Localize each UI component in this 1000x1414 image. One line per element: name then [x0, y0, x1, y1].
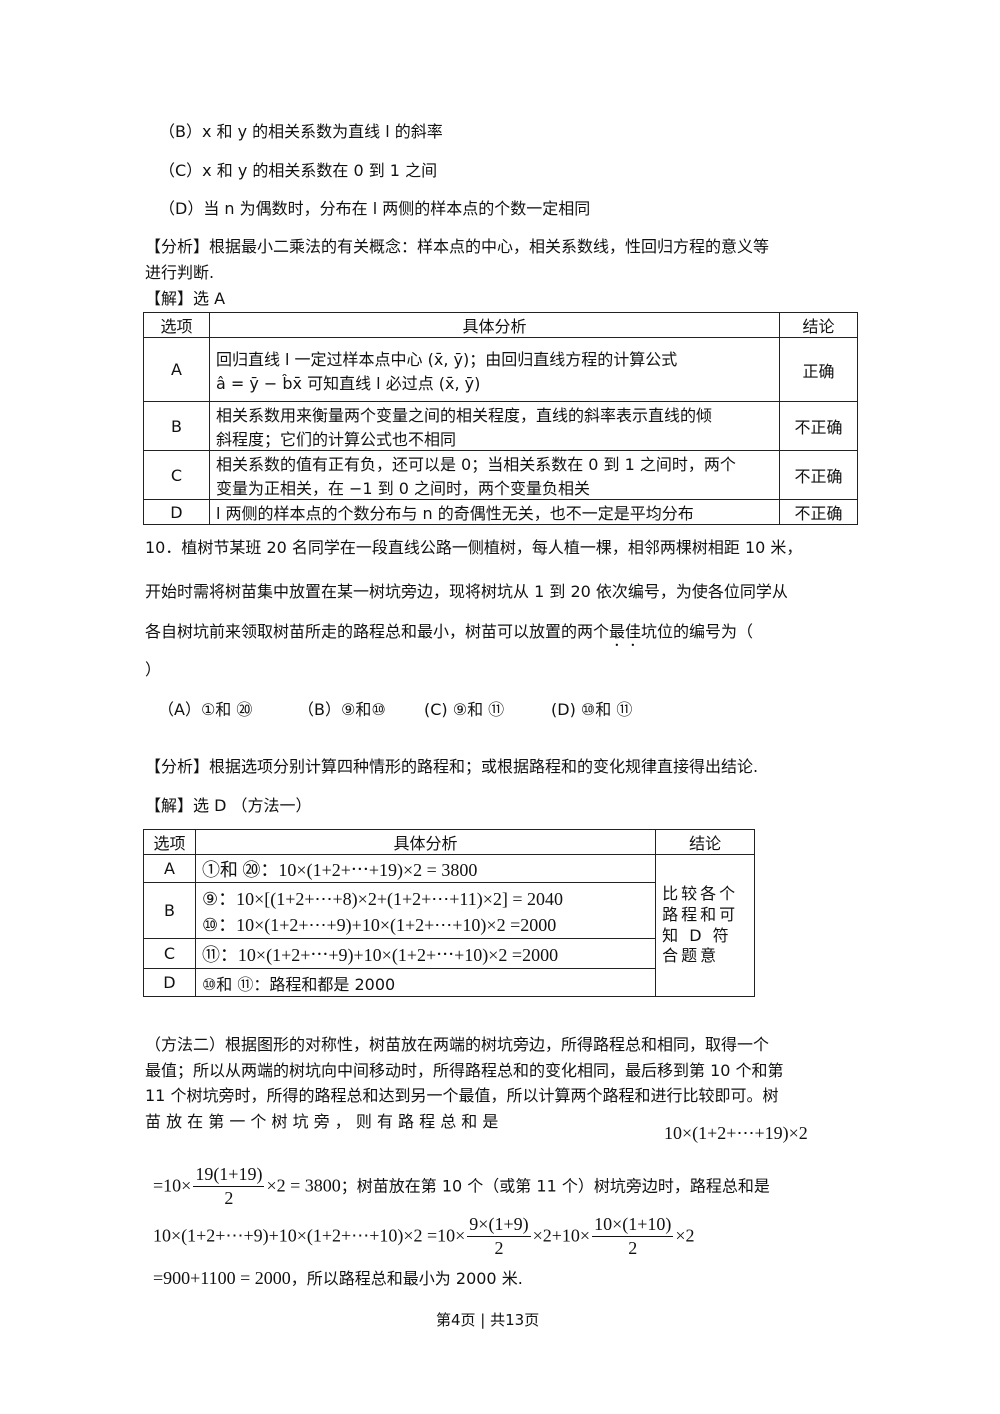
method2-line5-text: ；树苗放在第 10 个（或第 11 个）树坑旁边时，路程总和是	[340, 1176, 770, 1196]
math-text: =10×	[153, 1175, 192, 1196]
fraction: 9×(1+9)2	[467, 1213, 531, 1261]
q10-option-d: (D) ⑩和 ⑪	[551, 700, 633, 719]
table-row: D ⑩和 ⑪：路程和都是 2000	[143, 968, 755, 997]
table-row: B 相关系数用来衡量两个变量之间的相关程度，直线的斜率表示直线的倾 斜程度；它们…	[143, 401, 858, 451]
row-option: D	[143, 499, 210, 525]
question-10-line3-text: 各自树坑前来领取树苗所走的路程总和最小，树苗可以放置的两个	[145, 622, 610, 641]
fraction-denominator: 2	[628, 1238, 638, 1259]
emphasized-text: 最佳	[609, 622, 642, 641]
q10-option-a: （A）①和 ⑳	[158, 700, 253, 719]
row-option: B	[143, 882, 196, 939]
q10-option-b: （B）⑨和⑩	[298, 700, 386, 719]
math-text: ×2+10×	[532, 1225, 591, 1246]
row-analysis: 相关系数用来衡量两个变量之间的相关程度，直线的斜率表示直线的倾 斜程度；它们的计…	[208, 401, 781, 451]
fraction-numerator: 10×(1+10)	[592, 1213, 674, 1238]
row-analysis-line: â = ȳ − b̂x̄ 可知直线 l 必过点 (x̄, ȳ)	[215, 373, 481, 393]
row-result: 不正确	[779, 450, 858, 500]
row-analysis: ⑪：10×(1+2+⋯+9)+10×(1+2+⋯+10)×2 =2000	[194, 938, 657, 969]
row-result: 不正确	[779, 401, 858, 451]
fraction: 19(1+19)2	[193, 1163, 265, 1211]
method2-line7-text: ，所以路程总和最小为 2000 米.	[290, 1269, 523, 1288]
row-analysis-line: 相关系数用来衡量两个变量之间的相关程度，直线的斜率表示直线的倾	[215, 406, 712, 425]
math-text: ×2	[675, 1225, 695, 1246]
fraction-numerator: 9×(1+9)	[467, 1213, 531, 1238]
math-text: ×2 = 3800	[266, 1175, 341, 1196]
q10-answer: 【解】选 D （方法一）	[145, 796, 312, 815]
fraction-numerator: 19(1+19)	[193, 1163, 265, 1188]
row-analysis: ①和 ⑳：10×(1+2+⋯+19)×2 = 3800	[194, 854, 657, 883]
row-analysis: ⑨：10×[(1+2+⋯+8)×2+(1+2+⋯+11)×2] = 2040 ⑩…	[194, 882, 657, 939]
row-option: C	[143, 450, 210, 500]
table-row: A ①和 ⑳：10×(1+2+⋯+19)×2 = 3800 比较各个路程和可知 …	[143, 854, 755, 997]
row-option: C	[143, 938, 196, 969]
method2-line5: =10×19(1+19)2×2 = 3800；树苗放在第 10 个（或第 11 …	[153, 1163, 770, 1211]
table-row: A 回归直线 l 一定过样本点中心 (x̄, ȳ)；由回归直线方程的计算公式 â…	[143, 337, 858, 402]
table-header-option: 选项	[143, 312, 210, 338]
analysis-text-cont: 进行判断.	[145, 263, 215, 282]
fraction: 10×(1+10)2	[592, 1213, 674, 1261]
analysis-table-2: 选项 具体分析 结论 A ①和 ⑳：10×(1+2+⋯+19)×2 = 3800…	[143, 829, 755, 997]
analysis-text: 【分析】根据最小二乘法的有关概念：样本点的中心，相关系数线，性回归方程的意义等	[145, 237, 770, 256]
row-analysis-line: 相关系数的值有正有负，还可以是 0；当相关系数在 0 到 1 之间时，两个	[215, 455, 736, 474]
row-analysis-line: 回归直线 l 一定过样本点中心 (x̄, ȳ)；由回归直线方程的计算公式	[215, 349, 678, 369]
method2-line2: 最值；所以从两端的树坑向中间移动时，所得路程总和的变化相同，最后移到第 10 个…	[145, 1061, 784, 1080]
row-option: D	[143, 968, 196, 997]
row-option: B	[143, 401, 210, 451]
row-analysis: ⑩和 ⑪：路程和都是 2000	[194, 968, 657, 997]
table-header-option: 选项	[143, 829, 196, 855]
row-analysis-line: ⑩：10×(1+2+⋯+9)+10×(1+2+⋯+10)×2 =2000	[201, 914, 557, 935]
q10-analysis: 【分析】根据选项分别计算四种情形的路程和；或根据路程和的变化规律直接得出结论.	[145, 757, 759, 776]
question-10-line3: 各自树坑前来领取树苗所走的路程总和最小，树苗可以放置的两个最佳坑位的编号为（	[145, 622, 753, 650]
table-header-conclusion: 结论	[779, 312, 858, 338]
table-row: D l 两侧的样本点的个数分布与 n 的奇偶性无关，也不一定是平均分布 不正确	[143, 499, 858, 525]
table-header-analysis: 具体分析	[194, 829, 657, 855]
method2-line3: 11 个树坑旁时，所得的路程总和达到另一个最值，所以计算两个路程和进行比较即可。…	[145, 1086, 779, 1105]
method2-line4-math: 10×(1+2+⋯+19)×2	[664, 1123, 808, 1143]
method2-line6: 10×(1+2+⋯+9)+10×(1+2+⋯+10)×2 =10×9×(1+9)…	[153, 1213, 695, 1261]
row-result: 不正确	[779, 499, 858, 525]
question-10-line3-tail: 坑位的编号为（	[641, 622, 754, 641]
row-analysis-line: 变量为正相关，在 −1 到 0 之间时，两个变量负相关	[215, 479, 591, 498]
question-10-line1: 10．植树节某班 20 名同学在一段直线公路一侧植树，每人植一棵，相邻两棵树相距…	[145, 538, 803, 557]
q10-option-c: (C) ⑨和 ⑪	[424, 700, 505, 719]
method2-line4: 苗 放 在 第 一 个 树 坑 旁 ， 则 有 路 程 总 和 是	[145, 1112, 499, 1131]
row-option: A	[143, 854, 196, 883]
option-b: （B）x 和 y 的相关系数为直线 l 的斜率	[159, 122, 443, 141]
row-analysis-line: l 两侧的样本点的个数分布与 n 的奇偶性无关，也不一定是平均分布	[215, 504, 694, 523]
row-analysis: 相关系数的值有正有负，还可以是 0；当相关系数在 0 到 1 之间时，两个 变量…	[208, 450, 781, 500]
row-option: A	[143, 337, 210, 402]
method2-line7: =900+1100 = 2000，所以路程总和最小为 2000 米.	[153, 1268, 523, 1290]
table-header-conclusion: 结论	[655, 829, 755, 855]
method2-line1: （方法二）根据图形的对称性，树苗放在两端的树坑旁边，所得路程总和相同，取得一个	[145, 1035, 770, 1054]
option-d: （D）当 n 为偶数时，分布在 l 两侧的样本点的个数一定相同	[159, 199, 591, 218]
analysis-table-1: 选项 具体分析 结论 A 回归直线 l 一定过样本点中心 (x̄, ȳ)；由回归…	[143, 312, 858, 525]
question-10-line4: ）	[145, 660, 162, 679]
table-row: C ⑪：10×(1+2+⋯+9)+10×(1+2+⋯+10)×2 =2000	[143, 938, 755, 969]
option-c: （C）x 和 y 的相关系数在 0 到 1 之间	[159, 161, 438, 180]
answer-text: 【解】选 A	[145, 289, 226, 308]
row-analysis: l 两侧的样本点的个数分布与 n 的奇偶性无关，也不一定是平均分布	[208, 499, 781, 525]
row-analysis: 回归直线 l 一定过样本点中心 (x̄, ȳ)；由回归直线方程的计算公式 â =…	[208, 337, 781, 402]
table-header-analysis: 具体分析	[208, 312, 781, 338]
row-result: 正确	[779, 337, 858, 402]
page-footer: 第4页 | 共13页	[436, 1311, 540, 1329]
math-text: 10×(1+2+⋯+9)+10×(1+2+⋯+10)×2 =10×	[153, 1225, 466, 1246]
question-10-line2: 开始时需将树苗集中放置在某一树坑旁边，现将树坑从 1 到 20 依次编号，为使各…	[145, 582, 788, 601]
fraction-denominator: 2	[224, 1188, 234, 1209]
fraction-denominator: 2	[494, 1238, 504, 1259]
math-text: =900+1100 = 2000	[153, 1268, 291, 1288]
row-analysis-line: 斜程度；它们的计算公式也不相同	[215, 430, 456, 449]
conclusion-cell: 比较各个路程和可知 D 符合题意	[655, 854, 755, 997]
table-row: C 相关系数的值有正有负，还可以是 0；当相关系数在 0 到 1 之间时，两个 …	[143, 450, 858, 500]
row-analysis-line: ⑨：10×[(1+2+⋯+8)×2+(1+2+⋯+11)×2] = 2040	[201, 888, 564, 909]
